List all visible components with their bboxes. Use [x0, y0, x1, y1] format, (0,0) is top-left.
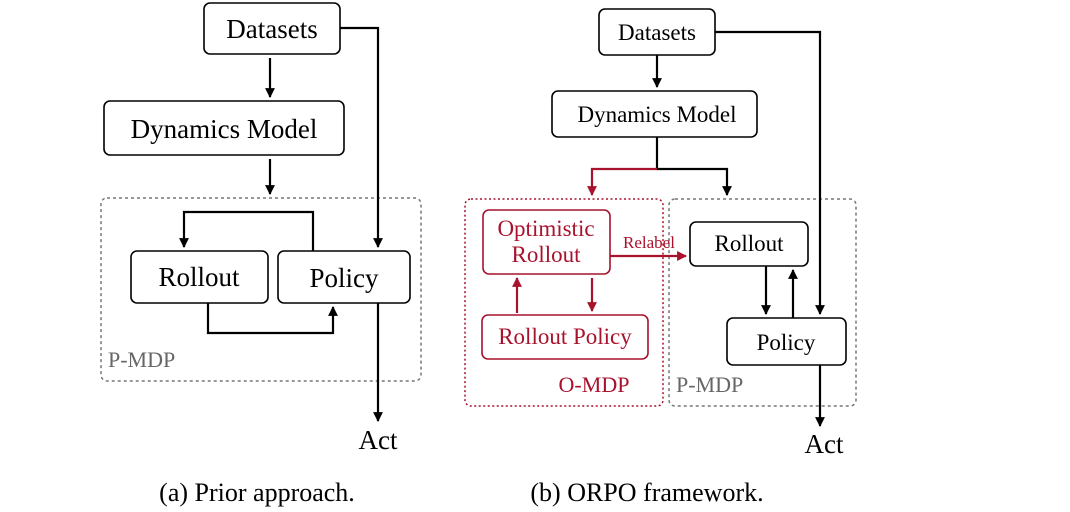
orpo-datasets-label: Datasets	[618, 20, 696, 45]
orpo-act-label: Act	[805, 429, 844, 459]
orpo-pmdp-label: P-MDP	[676, 372, 743, 397]
orpo-caption: (b) ORPO framework.	[530, 478, 763, 507]
orpo-omdp-label: O-MDP	[559, 372, 630, 397]
orpo-omdp-region	[464, 198, 664, 407]
prior-rollout-box	[130, 250, 269, 304]
orpo-optimistic-rollout-line1: Optimistic	[497, 216, 594, 241]
orpo-dynamics-model-label: Dynamics Model	[577, 102, 736, 127]
prior-pmdp-region	[100, 197, 422, 382]
orpo-rollout-box	[689, 221, 809, 267]
orpo-relabel-label: Relabel	[623, 233, 675, 252]
prior-rollout-label: Rollout	[158, 262, 240, 292]
prior-dynamics-model-box	[103, 100, 345, 156]
prior-pmdp-label: P-MDP	[108, 347, 175, 372]
prior-rollout-to-policy-arrow	[206, 303, 338, 335]
prior-policy-box	[277, 250, 411, 304]
prior-approach-panel: P-MDP Datasets Dynamics Model Rollout Po…	[100, 2, 422, 507]
prior-datasets-to-policy-arrow	[340, 26, 383, 248]
prior-datasets-label: Datasets	[226, 14, 317, 44]
orpo-optimistic-rollout-line2: Rollout	[511, 242, 581, 267]
orpo-rollout-policy-box	[481, 314, 649, 360]
orpo-pmdp-region	[668, 198, 857, 407]
orpo-model-to-omdp-arrow	[587, 167, 657, 196]
prior-policy-to-rollout-arrow	[179, 210, 315, 251]
orpo-policy-label: Policy	[757, 330, 816, 355]
orpo-datasets-to-policy-arrow	[715, 30, 825, 315]
prior-caption: (a) Prior approach.	[159, 478, 355, 507]
orpo-policy-box	[726, 317, 847, 366]
orpo-optimistic-rollout-box	[482, 209, 611, 275]
orpo-rollout-policy-label: Rollout Policy	[498, 324, 632, 349]
prior-dynamics-model-label: Dynamics Model	[131, 114, 318, 144]
orpo-dynamics-model-box	[551, 90, 758, 138]
orpo-rollout-label: Rollout	[714, 231, 784, 256]
orpo-model-to-pmdp-arrow	[655, 137, 732, 196]
prior-act-label: Act	[359, 425, 398, 455]
orpo-panel: O-MDP P-MDP Datasets Dynamics Model Opti…	[464, 8, 857, 507]
prior-policy-label: Policy	[309, 263, 379, 293]
